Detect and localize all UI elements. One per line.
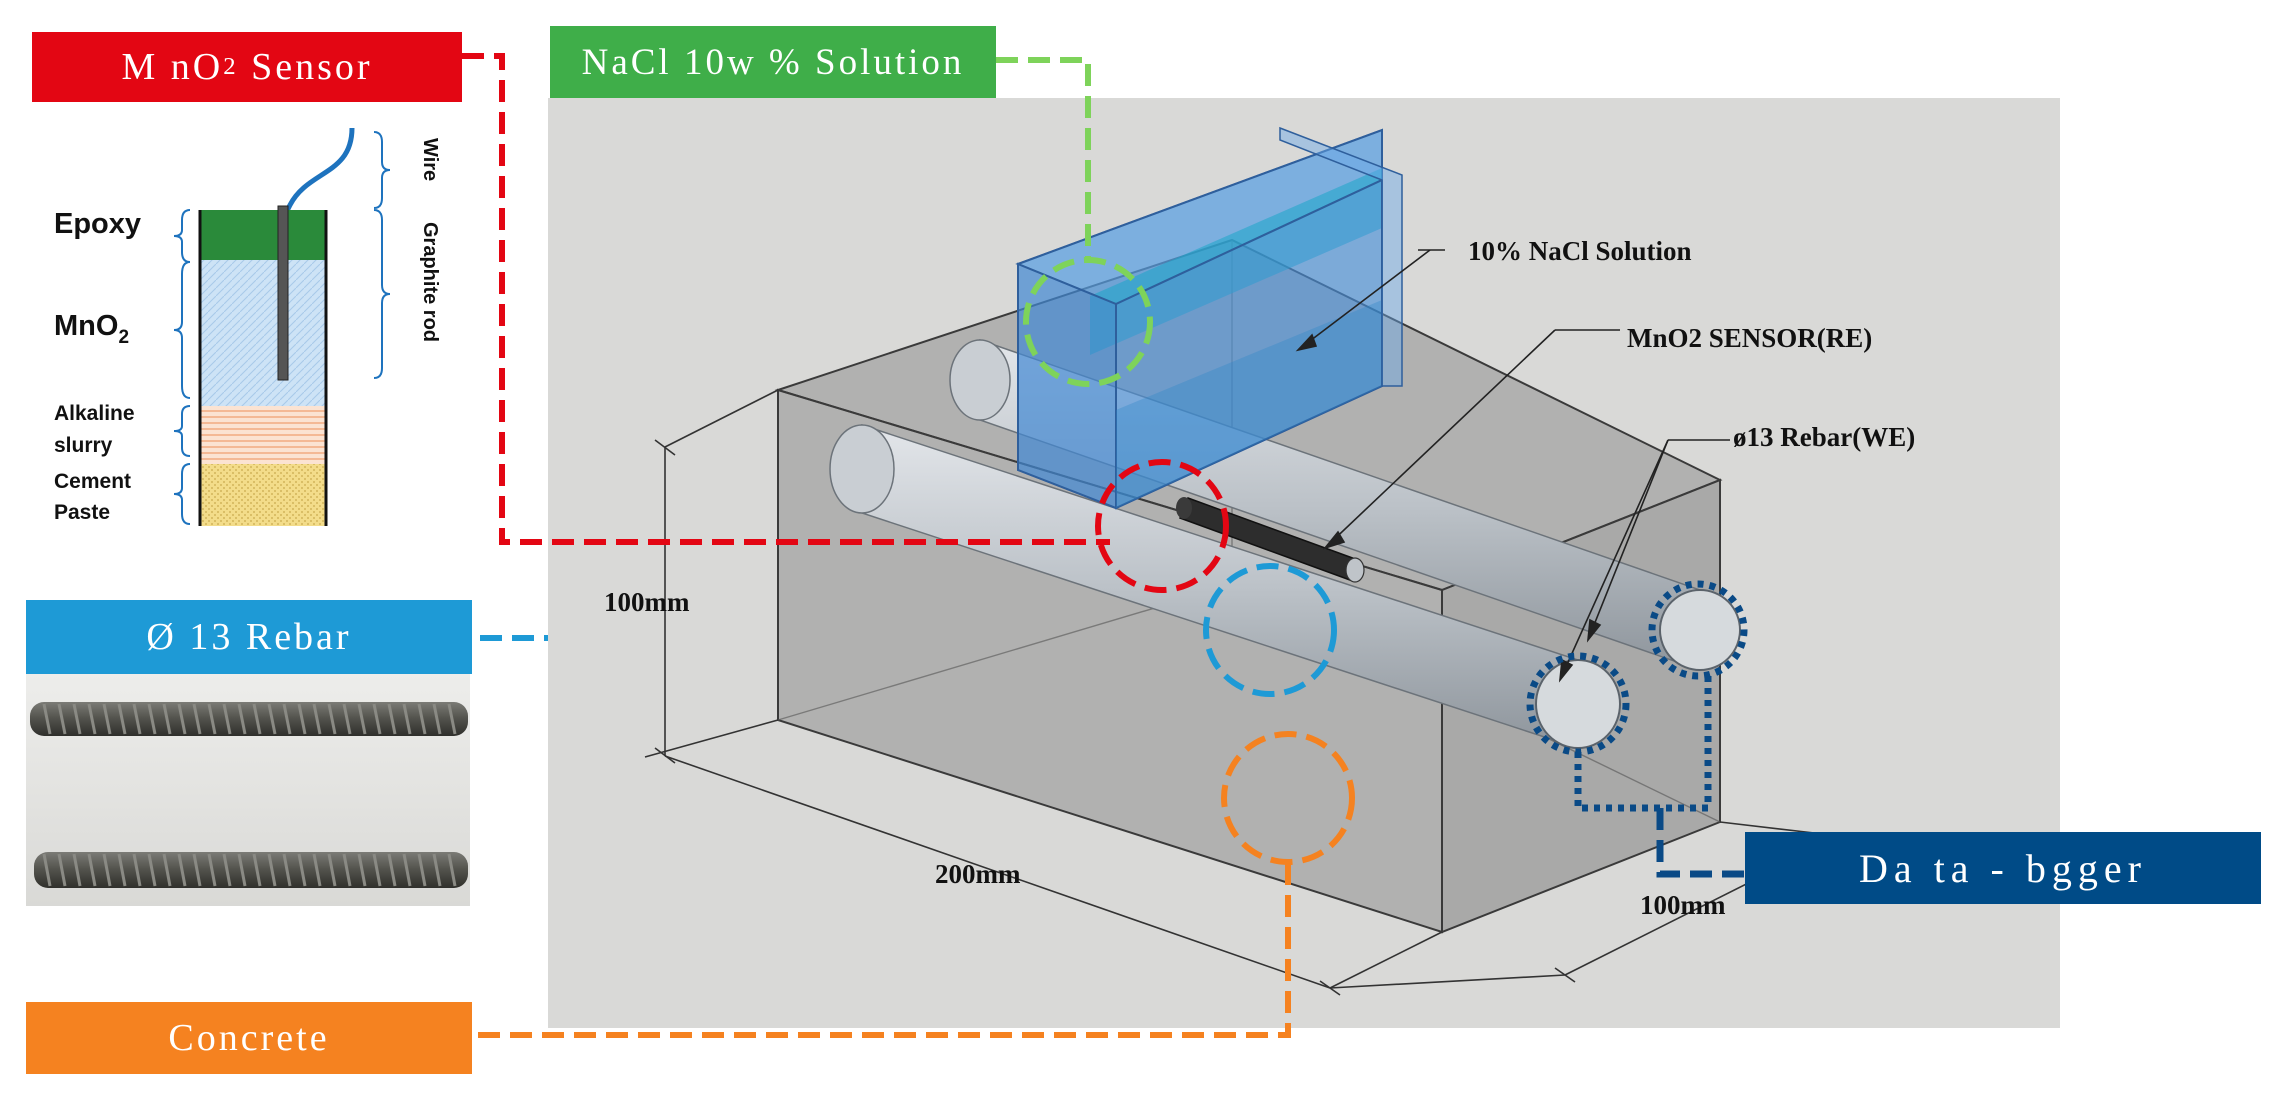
- rebar-photo: [26, 674, 470, 906]
- rebar-rib: [237, 853, 247, 887]
- rebar-rib: [57, 703, 67, 735]
- rebar-tag: Ø 13 Rebar: [26, 600, 472, 674]
- rebar-rib: [222, 703, 232, 735]
- rebar-rib: [237, 703, 247, 735]
- rebar-rib: [102, 853, 112, 887]
- mno2-layer-label: MnO2: [54, 310, 129, 348]
- rebar-rib: [417, 703, 427, 735]
- leader-lines: [1295, 249, 1730, 683]
- sensor-annotation: MnO2 SENSOR(RE): [1627, 323, 1872, 353]
- rebar-rib: [222, 853, 232, 887]
- cement-label-line1: Cement: [54, 470, 131, 493]
- rebar-rib: [372, 703, 382, 735]
- rebar-rib: [267, 703, 277, 735]
- rebar-rib: [72, 853, 82, 887]
- rebar-rib: [312, 853, 322, 887]
- rebar-rib: [342, 703, 352, 735]
- rebar-rib: [147, 853, 157, 887]
- rebar-rib: [282, 703, 292, 735]
- rebar-rib: [42, 853, 52, 887]
- concrete-tag: Concrete: [26, 1002, 472, 1074]
- mno2-tag-suffix: Sensor: [238, 46, 373, 88]
- rebar-highlight-circle: [1203, 563, 1337, 697]
- rebar-rib: [147, 703, 157, 735]
- rebar-rib: [117, 853, 127, 887]
- rebar-rib: [312, 703, 322, 735]
- rebar-rib: [267, 853, 277, 887]
- rebar-rib: [102, 703, 112, 735]
- rebar-rib: [57, 853, 67, 887]
- rebar-rib: [192, 703, 202, 735]
- rebar-rib: [177, 853, 187, 887]
- rebar-rib: [177, 703, 187, 735]
- epoxy-label: Epoxy: [54, 208, 141, 240]
- rebar-rib: [162, 853, 172, 887]
- rebar-rib: [117, 703, 127, 735]
- rebar-rib: [42, 703, 52, 735]
- rebar-rib: [342, 853, 352, 887]
- rebar-rib: [252, 853, 262, 887]
- rebar-rib: [432, 853, 442, 887]
- sensor-highlight-circle: [1095, 459, 1229, 593]
- graphite-rod-label: Graphite rod: [419, 222, 441, 342]
- alkaline-label-line1: Alkaline: [54, 402, 135, 425]
- rebar-rib: [447, 703, 457, 735]
- rebar-rib: [387, 703, 397, 735]
- connector-lines: [462, 53, 1745, 1038]
- concrete-highlight-circle: [1221, 731, 1355, 865]
- front-rebar: [829, 423, 1621, 750]
- rebar-rib: [162, 703, 172, 735]
- rebar-rib: [402, 703, 412, 735]
- height-dimension: 100mm: [604, 587, 690, 617]
- rebar-rib: [357, 853, 367, 887]
- rebar-rib: [87, 703, 97, 735]
- rebar-rib: [297, 703, 307, 735]
- cement-label-line2: Paste: [54, 501, 110, 524]
- rebar-rib: [372, 853, 382, 887]
- wire-label: Wire: [419, 138, 441, 181]
- rebar-rib: [132, 703, 142, 735]
- rebar-annotation: ø13 Rebar(WE): [1733, 422, 1915, 452]
- datalogger-tag: Da ta - bgger: [1745, 832, 2261, 904]
- we-terminal-circle-back: [1648, 580, 1748, 680]
- rebar-rib: [87, 853, 97, 887]
- rebar-rib: [387, 853, 397, 887]
- rebar-rib: [72, 703, 82, 735]
- rebar-rib: [297, 853, 307, 887]
- rebar-rib: [327, 703, 337, 735]
- sensor-cross-section: [173, 127, 391, 526]
- rebar-rib: [192, 853, 202, 887]
- rebar-rib: [207, 853, 217, 887]
- nacl-annotation: 10% NaCl Solution: [1468, 236, 1692, 266]
- rebar-rib: [417, 853, 427, 887]
- back-rebar: [949, 338, 1741, 672]
- rebar-rib: [402, 853, 412, 887]
- nacl-solution-tag: NaCl 10w % Solution: [550, 26, 996, 98]
- mno2-tag-subscript: 2: [223, 53, 239, 80]
- width-dimension: 100mm: [1640, 890, 1726, 920]
- nacl-tank: [1015, 126, 1403, 510]
- rebar-rib: [327, 853, 337, 887]
- alkaline-label-line2: slurry: [54, 434, 113, 457]
- rebar-rib: [357, 703, 367, 735]
- rebar-rib: [447, 853, 457, 887]
- rebar-rib: [252, 703, 262, 735]
- rebar-rib: [132, 853, 142, 887]
- mno2-tag-prefix: M nO: [121, 46, 224, 88]
- rebar-rib: [432, 703, 442, 735]
- length-dimension: 200mm: [935, 859, 1021, 889]
- rebar-rib: [282, 853, 292, 887]
- rebar-rib: [207, 703, 217, 735]
